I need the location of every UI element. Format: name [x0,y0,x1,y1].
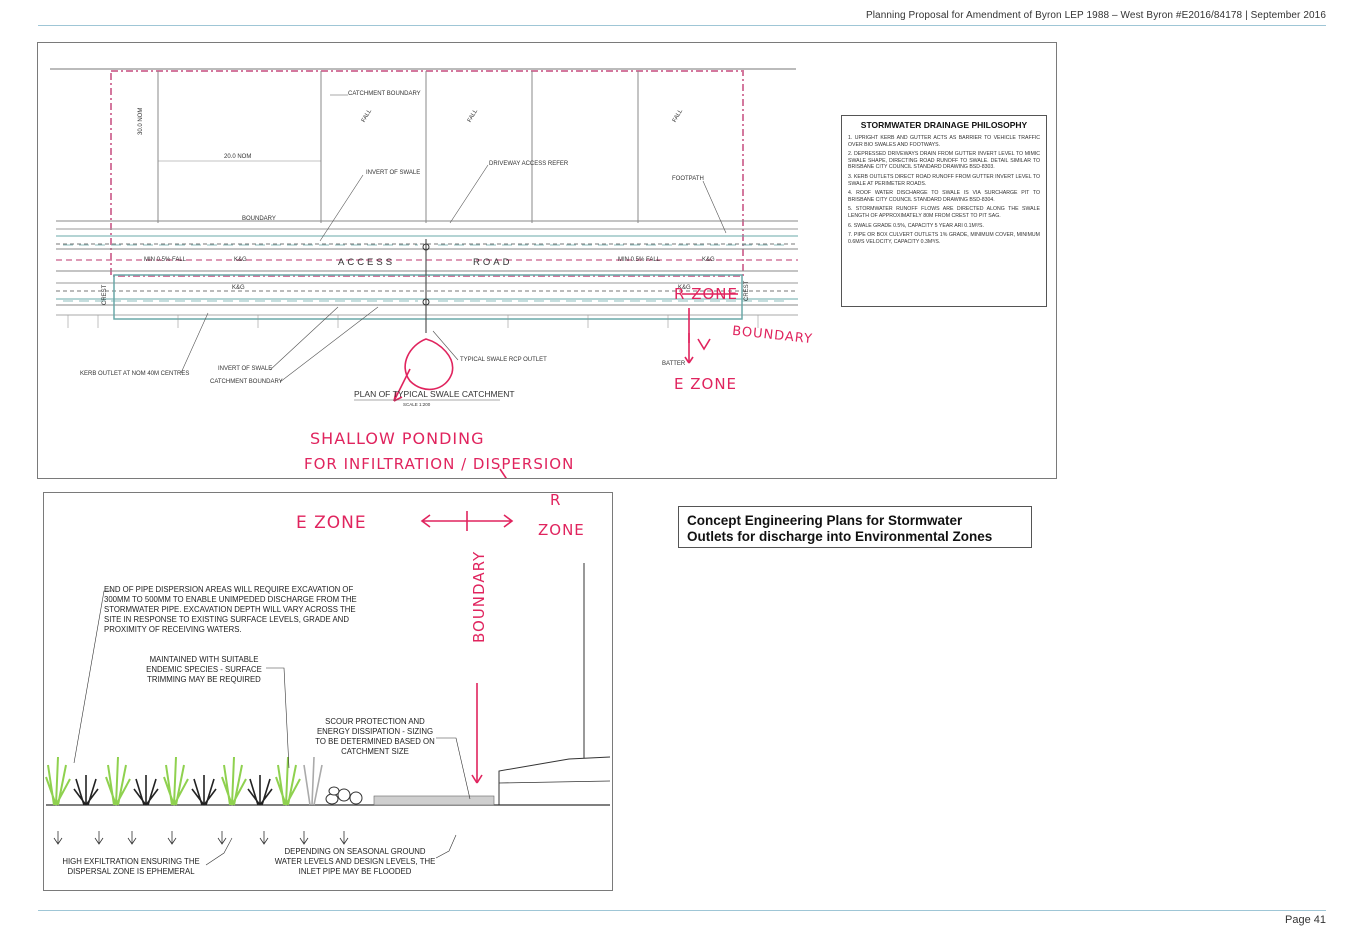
philosophy-item: 2. Depressed driveways drain from gutter… [848,151,1040,171]
label-crest-right: CREST [744,280,750,301]
header-rule [38,25,1326,26]
label-catchment-boundary-2: CATCHMENT BOUNDARY [210,379,283,385]
label-driveway: DRIVEWAY ACCESS REFER [489,161,569,167]
label-footpath: FOOTPATH [672,176,704,182]
plan-drawing-panel: CATCHMENT BOUNDARY 30.0 NOM 20.0 NOM FAL… [37,42,1057,479]
handwritten-ponding-1: SHALLOW PONDING [310,429,485,448]
label-kg-3: K&G [232,285,245,291]
label-invert-of-swale: INVERT OF SWALE [366,170,421,176]
footer-rule [38,910,1326,911]
philosophy-item: 7. Pipe or box culvert outlets 1% grade,… [848,232,1040,245]
handwritten-boundary-bottom: BOUNDARY [470,550,488,643]
caption-line-1: Concept Engineering Plans for Stormwater [687,513,963,528]
stormwater-philosophy-box: STORMWATER DRAINAGE PHILOSOPHY 1. Uprigh… [841,115,1047,307]
label-catchment-boundary: CATCHMENT BOUNDARY [348,91,421,97]
label-min-fall-left: MIN 0.5% FALL [144,257,187,263]
label-nom-horizontal: 20.0 NOM [224,154,252,160]
philosophy-item: 3. Kerb outlets direct road runoff from … [848,173,1040,187]
handwritten-e-zone: E ZONE [674,375,738,393]
label-typical-outlet: TYPICAL SWALE RCP OUTLET [460,357,547,363]
philosophy-title: STORMWATER DRAINAGE PHILOSOPHY [860,120,1028,130]
label-min-fall-right: MIN 0.5% FALL [618,257,661,263]
caption-line-2: Outlets for discharge into Environmental… [687,529,993,544]
section-drawing-panel: END OF PIPE DISPERSION AREAS WILL REQUIR… [43,491,613,891]
section-drawing [45,511,611,866]
plan-drawing [50,68,798,478]
label-kg-4: K&G [678,285,691,291]
note-scour-protection: SCOUR PROTECTION AND ENERGY DISSIPATION … [315,717,435,756]
handwritten-r-bottom: R [550,491,562,509]
page-number: Page 41 [1285,914,1326,926]
note-high-exfiltration: HIGH EXFILTRATION ENSURING THE DISPERSAL… [62,857,200,876]
label-road: ROAD [473,257,513,268]
handwritten-e-zone-bottom: E ZONE [296,513,367,533]
plan-title: PLAN OF TYPICAL SWALE CATCHMENT [354,389,515,399]
label-batter: BATTER [662,361,686,367]
handwritten-zone-bottom: ZONE [538,521,585,539]
label-kg-2: K&G [702,257,715,263]
note-endemic-species: MAINTAINED WITH SUITABLE ENDEMIC SPECIES… [146,655,262,684]
philosophy-list: 1. Upright kerb and gutter acts as barri… [848,135,1040,245]
label-crest-left: CREST [102,284,108,305]
philosophy-item: 6. Swale grade 0.5%, capacity 5 year ARI… [848,222,984,229]
label-kerb-outlet: KERB OUTLET AT NOM 40m CENTRES [80,371,190,377]
note-dispersion-areas: END OF PIPE DISPERSION AREAS WILL REQUIR… [104,585,357,634]
document-header: Planning Proposal for Amendment of Byron… [865,10,1326,21]
label-nom-vertical: 30.0 NOM [138,107,144,135]
note-groundwater: DEPENDING ON SEASONAL GROUND WATER LEVEL… [274,847,436,876]
label-invert-of-swale-2: INVERT OF SWALE [218,366,273,372]
philosophy-item: 1. Upright kerb and gutter acts as barri… [848,135,1040,148]
philosophy-item: 4. Roof water discharge to swale is via … [848,190,1040,203]
label-boundary: BOUNDARY [242,216,276,222]
philosophy-item: 5. Stormwater runoff flows are directed … [848,206,1040,219]
plan-scale: SCALE 1:200 [403,402,431,407]
handwritten-r-zone: R ZONE [674,285,738,303]
handwritten-ponding-2: FOR INFILTRATION / DISPERSION [304,455,575,473]
caption-box: Concept Engineering Plans for Stormwater… [678,506,1032,548]
label-kg-1: K&G [234,257,247,263]
label-access: ACCESS [338,257,396,268]
